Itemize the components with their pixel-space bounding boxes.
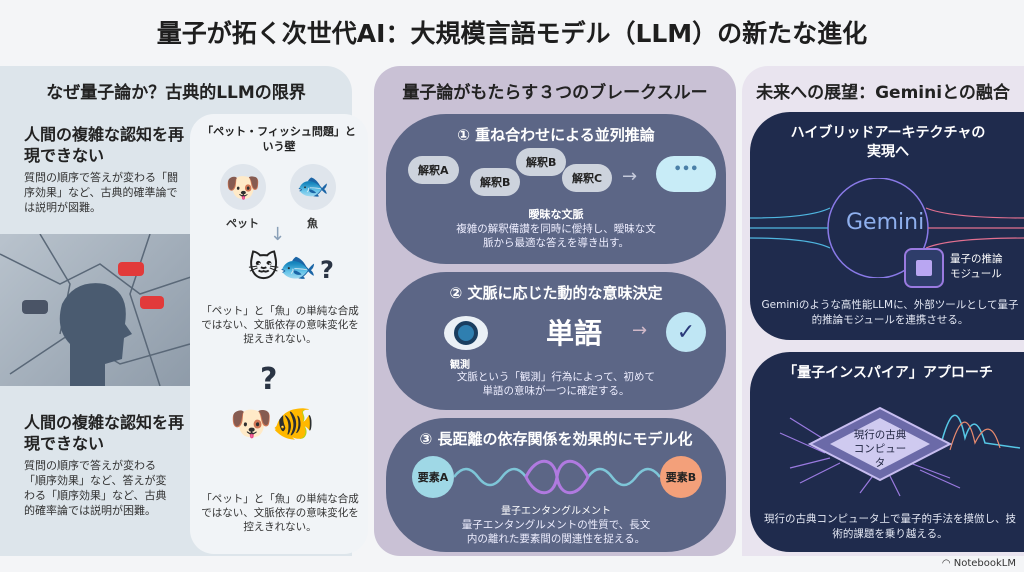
module-label: 量子の推論モジュール xyxy=(950,253,1003,280)
chip-label: 現行の古典コンピュータ xyxy=(853,429,907,469)
circuit-chip-icon xyxy=(779,406,1021,497)
cloud-interpretation-c: 解釈C xyxy=(562,164,613,192)
item-title: ② 文脈に応じた動的な意味決定 xyxy=(449,284,663,302)
cloud-interpretation-b2: 解釈B xyxy=(516,148,567,176)
item-text: 複雑の解釈備讃を同時に僾持し、曖昧な文脈から最適な答えを導き出す。 xyxy=(456,223,656,249)
panel-header: 量子論がもたらす３つのブレークスルー xyxy=(402,83,708,103)
arrow-down-icon: ↓ xyxy=(270,224,286,245)
card-text: Geminiのような高性能LLMに、外部ツールとして量子的推論モジュールを連携さ… xyxy=(761,299,1019,326)
pet-fish-card: 「ペット・フィッシュ問題」という壁 🐶 🐟 ペット 魚 ↓ 🐱🐟 ? 「ペット」… xyxy=(190,114,368,554)
item-label: 量子エンタングルメント xyxy=(501,506,611,517)
cloud-interpretation-b: 解釈B xyxy=(470,168,521,196)
item-text: 文脈という「観測」行為によって、初めて単語の意味が一つに確定する。 xyxy=(456,371,656,397)
dog-fish-mashup-icon: 🐶🐠 xyxy=(230,404,315,444)
panel-future-outlook: 未来への展望：Geminiとの融合 ハイブリッドアーキテクチャの実現へ Gemi… xyxy=(742,66,1024,556)
block2-text: 質問の順序で答えが変わる「順序効果」など、答えが変わる「順序効果」など、古典的確… xyxy=(24,459,167,517)
item-text: 量子エンタングルメントの性質で、長文内の離れた要素間の関連性を捉える。 xyxy=(461,519,651,545)
item-title: ③ 長距離の依存関係を効果的にモデル化 xyxy=(419,430,693,448)
pet-label: ペット xyxy=(226,217,259,230)
quantum-inspired-card: 「量子インスパイア」アプローチ 現行の古典コンピュータ 現行の古典コンピュータ上… xyxy=(750,352,1024,552)
arrow-right-icon: → xyxy=(622,166,638,187)
item-label: 曖昧な文脈 xyxy=(528,208,584,221)
panel-breakthroughs: 量子論がもたらす３つのブレークスルー ① 重ね合わせによる並列推論 解釈A 解釈… xyxy=(374,66,736,556)
page-title: 量子が拓く次世代AI：大規模言語モデル（LLM）の新たな進化 xyxy=(156,19,868,48)
brand-label: NotebookLM xyxy=(953,558,1016,569)
pet-fish-title: 「ペット・フィッシュ問題」という壁 xyxy=(202,125,356,153)
eye-icon xyxy=(444,316,488,350)
block2-heading: 人間の複雑な認知を再現できない xyxy=(24,413,185,453)
fish-icon: 🐟 xyxy=(290,164,336,210)
entanglement-wave-icon xyxy=(454,459,660,495)
cloud-interpretation-a: 解釈A xyxy=(408,156,459,184)
pet-fish-text2: 「ペット」と「魚」の単純な合成ではない、文脈依存の意味変化を控えきれない。 xyxy=(201,493,359,533)
block1-text: 質問の順序で答えが変わる「闘序効果」など、古典的確準論では説明が図難。 xyxy=(24,171,178,214)
breakthrough-entanglement: ③ 長距離の依存関係を効果的にモデル化 要素A 要素B 量子エンタングルメント … xyxy=(386,418,726,552)
thought-bubble-result: ••• xyxy=(656,156,716,192)
item-title: ① 重ね合わせによる並列推論 xyxy=(457,126,655,144)
block1-heading: 人間の複雑な認知を再現できない xyxy=(24,125,185,165)
checkmark-icon: ✓ xyxy=(666,312,706,352)
dog-icon: 🐶 xyxy=(220,164,266,210)
card-title: ハイブリッドアーキテクチャの実現へ xyxy=(790,125,986,160)
panel-header: なぜ量子論か？古典的LLMの限界 xyxy=(46,83,306,103)
card-title: 「量子インスパイア」アプローチ xyxy=(783,365,993,381)
breakthrough-observation: ② 文脈に応じた動的な意味決定 観測 単語 → ✓ 文脈という「観測」行為によっ… xyxy=(386,272,726,410)
element-a-node: 要素A xyxy=(412,456,454,498)
panel-header: 未来への展望：Geminiとの融合 xyxy=(756,83,1010,103)
card-text: 現行の古典コンピュータ上で量子的手法を摸倣し、技術的課題を乗り越える。 xyxy=(764,513,1016,540)
question-mark-large: ? xyxy=(260,362,278,397)
chip-module-icon xyxy=(904,248,944,288)
breakthrough-superposition: ① 重ね合わせによる並列推論 解釈A 解釈B 解釈B 解釈C → ••• 曖昧な… xyxy=(386,114,726,264)
notebooklm-logo-icon: ◠ xyxy=(941,558,954,569)
word-text: 単語 xyxy=(546,317,603,350)
fish-label: 魚 xyxy=(307,217,318,230)
cracked-head-illustration xyxy=(0,233,201,387)
pet-fish-combo-icon: 🐱🐟 xyxy=(248,250,317,285)
eye-label: 観測 xyxy=(450,360,470,371)
pet-fish-text1: 「ペット」と「魚」の単純な合成ではない、文脈依存の意味変化を捉えきれない。 xyxy=(201,305,359,345)
element-b-node: 要素B xyxy=(660,456,702,498)
hybrid-architecture-card: ハイブリッドアーキテクチャの実現へ Gemini 量子の推論モジュール Gemi… xyxy=(750,112,1024,340)
gemini-logo: Gemini xyxy=(846,210,925,235)
notebooklm-watermark: ◠ NotebookLM xyxy=(942,558,1016,569)
question-mark-icon: ? xyxy=(320,256,334,284)
arrow-right-icon: → xyxy=(632,320,648,341)
head-icon xyxy=(0,233,201,387)
gemini-orbit-lines-icon xyxy=(750,178,1024,278)
